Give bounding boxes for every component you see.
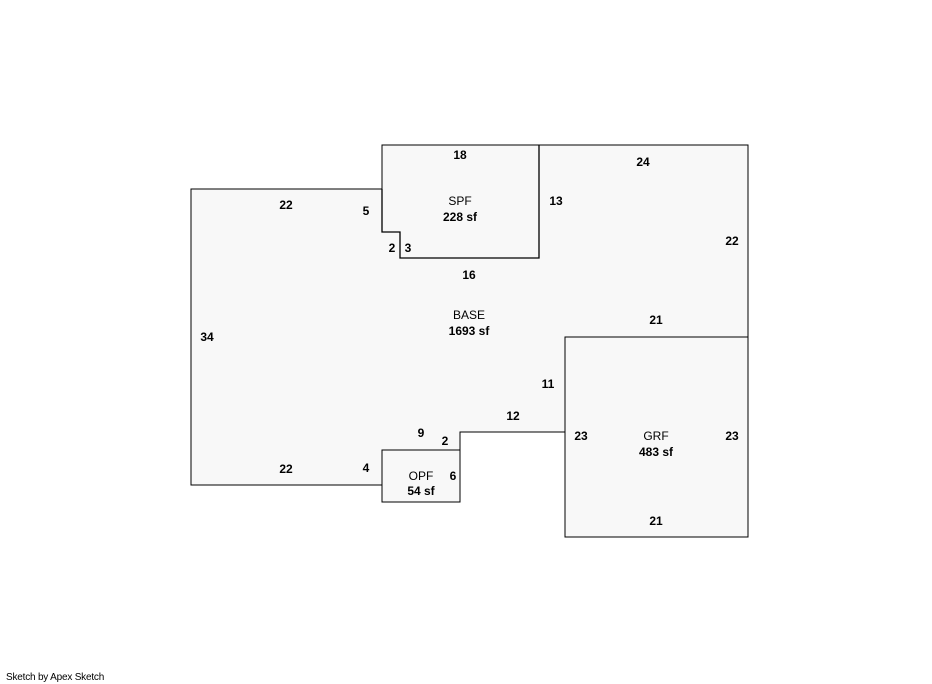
dim-grf-right: 23 bbox=[725, 429, 739, 443]
dim-base-top-right: 24 bbox=[636, 155, 650, 169]
dim-grf-left: 23 bbox=[574, 429, 588, 443]
dim-base-left: 34 bbox=[200, 330, 214, 344]
spf-area-size: 228 sf bbox=[443, 210, 478, 224]
dim-base-notch-side: 2 bbox=[442, 434, 449, 448]
grf-area-size: 483 sf bbox=[639, 445, 674, 459]
opf-area-label: OPF bbox=[409, 469, 434, 483]
dim-spf-step-over: 3 bbox=[405, 241, 412, 255]
opf-area-outline bbox=[381, 449, 461, 503]
dim-opf-right: 6 bbox=[450, 469, 457, 483]
sketch-credit: Sketch by Apex Sketch bbox=[6, 672, 105, 683]
dim-base-right-upper: 22 bbox=[725, 234, 739, 248]
dim-spf-right: 13 bbox=[549, 194, 563, 208]
grf-area-label: GRF bbox=[643, 429, 668, 443]
dim-spf-step-down: 2 bbox=[389, 241, 396, 255]
opf-area-size: 54 sf bbox=[407, 484, 435, 498]
dim-grf-top: 21 bbox=[649, 313, 663, 327]
spf-area-label: SPF bbox=[448, 194, 471, 208]
dim-spf-top: 18 bbox=[453, 148, 467, 162]
dim-opf-top: 9 bbox=[418, 426, 425, 440]
spf-area-outline bbox=[381, 145, 540, 259]
grf-area-outline bbox=[564, 336, 749, 538]
dim-base-top-left: 22 bbox=[279, 198, 293, 212]
dim-base-bottom-left: 22 bbox=[279, 462, 293, 476]
dim-base-notch-top: 12 bbox=[506, 409, 520, 423]
dim-spf-bottom: 16 bbox=[462, 268, 476, 282]
base-area-size: 1693 sf bbox=[449, 324, 491, 338]
base-area-label: BASE bbox=[453, 308, 485, 322]
dim-grf-bottom: 21 bbox=[649, 514, 663, 528]
dim-grf-left-upper: 11 bbox=[542, 377, 555, 391]
dim-opf-left: 4 bbox=[363, 461, 370, 475]
dim-spf-left-side: 5 bbox=[363, 204, 370, 218]
